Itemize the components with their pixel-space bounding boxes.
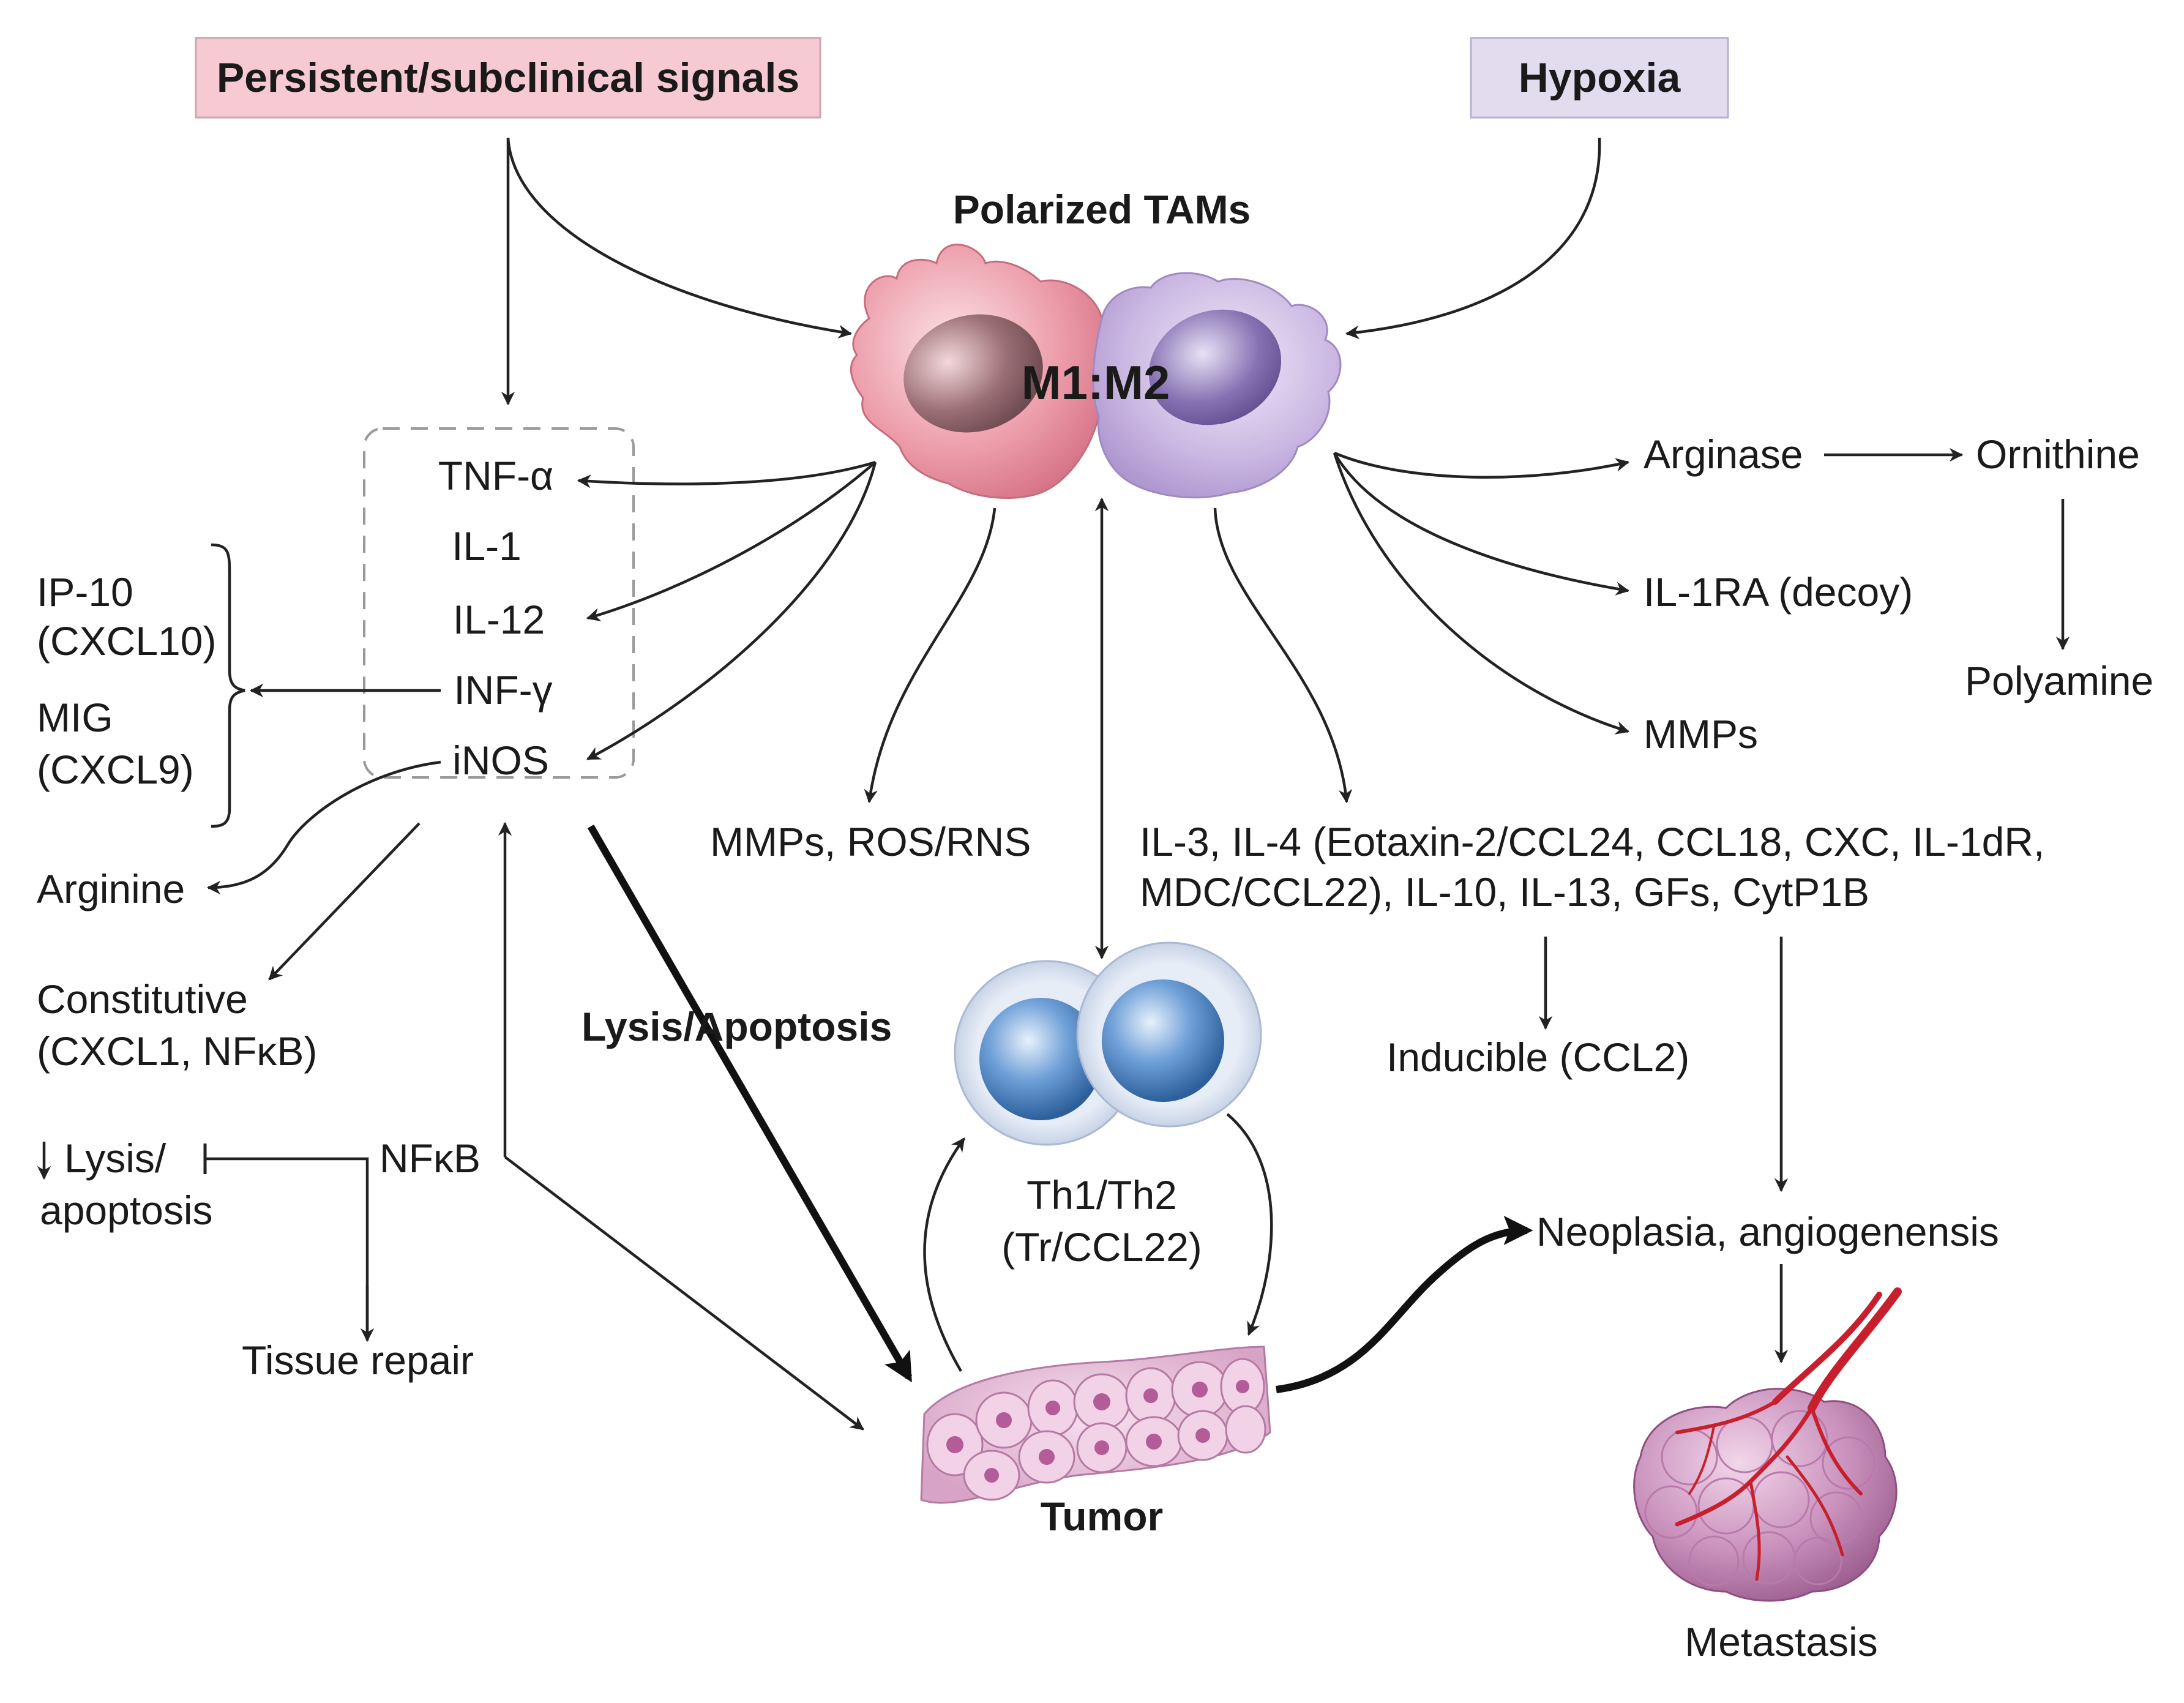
neoplasia-label: Neoplasia, angiogenensis (1536, 1209, 1999, 1254)
polarized-tams-heading: Polarized TAMs (953, 187, 1251, 232)
chemokine-cxcl10: (CXCL10) (37, 618, 216, 664)
lymphocyte-label: Th1/Th2 (1027, 1172, 1177, 1218)
metastasis: Metastasis (1633, 1287, 1902, 1664)
polyamine-label: Polyamine (1965, 658, 2153, 703)
cytokine-inos: iNOS (452, 738, 549, 783)
inducible-label: Inducible (CCL2) (1386, 1035, 1689, 1080)
m2-factors-line2: MDC/CCL22), IL-10, IL-13, GFs, CytP1B (1140, 869, 1869, 915)
persistent-signals-label: Persistent/subclinical signals (217, 54, 799, 101)
hypoxia-box: Hypoxia (1470, 37, 1729, 119)
cytokine-il-12: IL-12 (453, 597, 545, 642)
chemokine-mig: MIG (37, 695, 113, 740)
chemokine-group: IP-10 (CXCL10) MIG (CXCL9) (37, 543, 441, 828)
m2-factors-line1: IL-3, IL-4 (Eotaxin-2/CCL24, CCL18, CXC,… (1140, 819, 2044, 864)
tissue-repair-label: Tissue repair (242, 1338, 474, 1383)
ornithine-label: Ornithine (1976, 432, 2140, 477)
lysis-apoptosis-label: Lysis/Apoptosis (582, 1004, 892, 1049)
m2-macrophage (1092, 272, 1342, 499)
cytokine-il-1: IL-1 (452, 523, 522, 569)
m1-macrophage (850, 244, 1109, 499)
left-outputs: Arginine Constitutive (CXCL1, NFκB) Lysi… (37, 760, 913, 1431)
tumor-label: Tumor (1041, 1494, 1163, 1539)
metastasis-label: Metastasis (1685, 1619, 1877, 1664)
cytokine-inf-gamma: INF-γ (454, 667, 552, 713)
m1-cytokine-box: TNF-α IL-1 IL-12 INF-γ iNOS (363, 427, 635, 783)
m1-m2-ratio-label: M1:M2 (1022, 356, 1170, 410)
lymphocytes: Th1/Th2 (Tr/CCL22) (923, 941, 1273, 1372)
chemokine-cxcl9: (CXCL9) (37, 747, 194, 792)
apoptosis-label: apoptosis (40, 1188, 213, 1233)
lysis-label: Lysis/ (64, 1136, 166, 1181)
m1-to-cytokine-arrows (577, 460, 877, 760)
constitutive-label: Constitutive (37, 976, 248, 1022)
il1ra-label: IL-1RA (decoy) (1644, 569, 1913, 615)
chemokine-ip10: IP-10 (37, 569, 133, 615)
signal-arrows (501, 137, 1601, 406)
arginine-label: Arginine (37, 866, 185, 911)
nfkb-label: NFκB (380, 1136, 481, 1181)
hypoxia-label: Hypoxia (1519, 54, 1681, 101)
mmps-ros-label: MMPs, ROS/RNS (710, 819, 1031, 864)
arginase-label: Arginase (1644, 432, 1803, 477)
persistent-signals-box: Persistent/subclinical signals (195, 37, 821, 119)
middle-outputs: MMPs, ROS/RNS IL-3, IL-4 (Eotaxin-2/CCL2… (710, 497, 2044, 1080)
right-outputs: Arginase Ornithine Polyamine IL-1RA (dec… (1276, 432, 2153, 1393)
lymphocyte-detail: (Tr/CCL22) (1001, 1224, 1202, 1270)
cytokine-tnf-alpha: TNF-α (438, 453, 553, 498)
tumor-tissue: Tumor (920, 1346, 1271, 1539)
constitutive-detail: (CXCL1, NFκB) (37, 1028, 317, 1074)
mmps-label: MMPs (1644, 711, 1758, 757)
